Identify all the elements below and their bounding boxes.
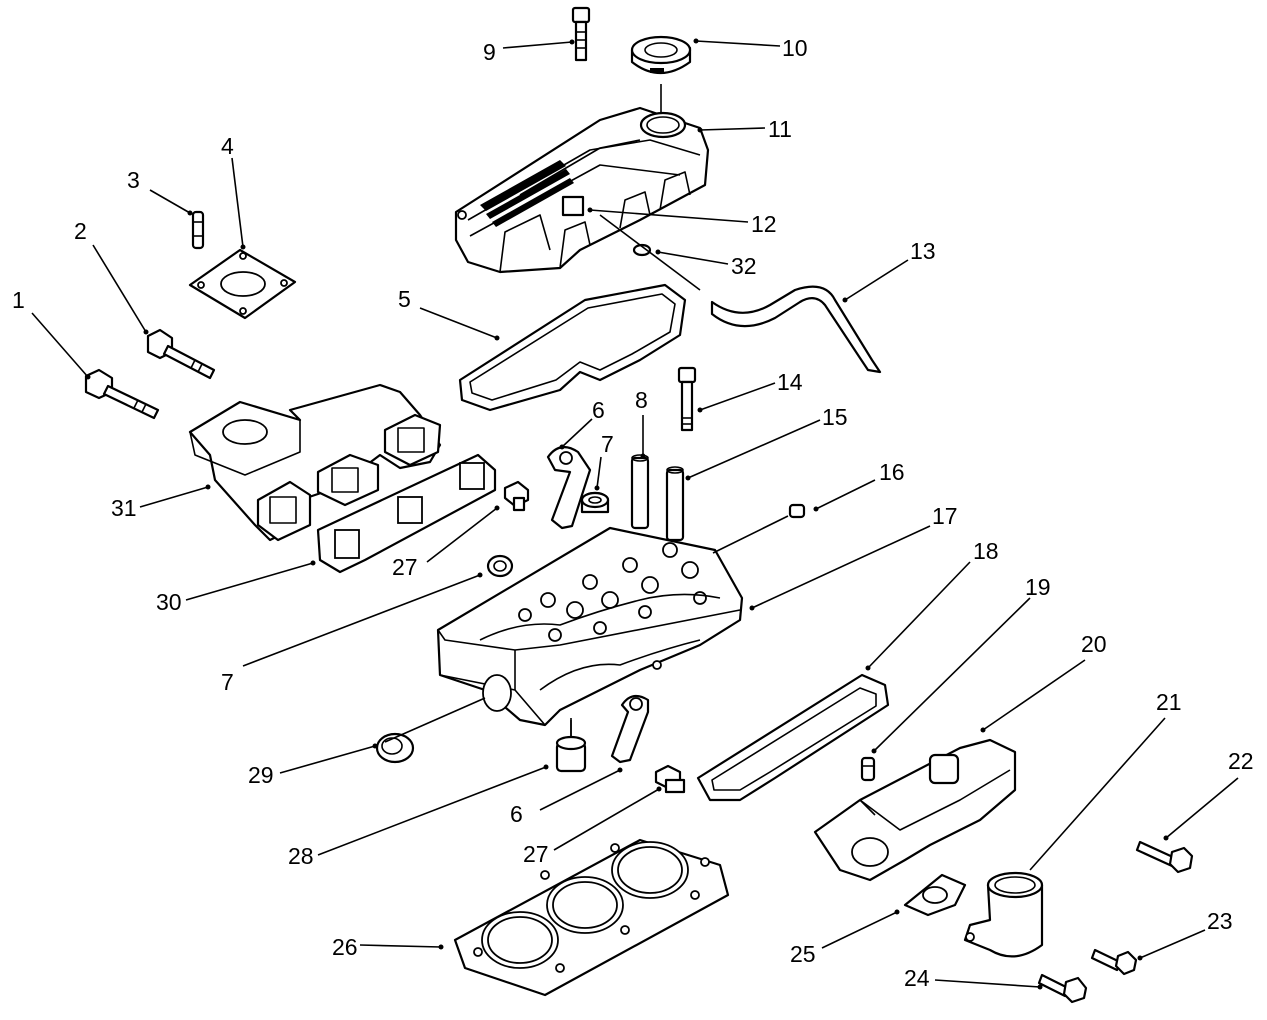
part-3-dowel-pin	[191, 210, 205, 250]
callout-27-upper: 27	[392, 554, 418, 580]
callout-29: 29	[248, 762, 274, 788]
callout-19: 19	[1025, 574, 1051, 600]
part-6-lifting-eye-upper	[546, 445, 592, 530]
callout-18: 18	[973, 538, 999, 564]
callout-26: 26	[332, 934, 358, 960]
part-18-water-gasket	[696, 673, 890, 802]
callout-32: 32	[731, 253, 757, 279]
callout-28: 28	[288, 843, 314, 869]
callout-5: 5	[398, 286, 411, 312]
part-5-cover-gasket	[458, 283, 687, 412]
callout-27-lower: 27	[523, 841, 549, 867]
callout-31: 31	[111, 495, 137, 521]
leader-lines	[31, 38, 1239, 990]
callout-7-upper: 7	[601, 431, 614, 457]
part-24-bolt	[1037, 973, 1088, 1004]
part-31-exhaust-manifold	[188, 383, 442, 542]
callout-12: 12	[751, 211, 777, 237]
part-1-bolt	[84, 368, 160, 420]
callout-9: 9	[483, 39, 496, 65]
part-16-plug	[788, 503, 806, 519]
part-6-lifting-eye-lower	[610, 694, 650, 764]
part-23-bolt	[1090, 948, 1138, 976]
callout-13: 13	[910, 238, 936, 264]
callout-23: 23	[1207, 908, 1233, 934]
part-7-valve-seal-lower	[486, 554, 514, 578]
callout-6-upper: 6	[592, 397, 605, 423]
part-20-water-manifold	[813, 738, 1017, 882]
callout-30: 30	[156, 589, 182, 615]
callout-20: 20	[1081, 631, 1107, 657]
part-25-thermostat-gasket	[903, 873, 967, 917]
callout-3: 3	[127, 167, 140, 193]
callout-25: 25	[790, 941, 816, 967]
callout-1: 1	[12, 287, 25, 313]
part-27-plug-lower	[654, 764, 686, 794]
part-2-bolt	[146, 328, 216, 380]
part-21-thermostat-housing	[963, 871, 1044, 958]
part-13-breather-hose	[599, 214, 882, 374]
callout-7-lower: 7	[221, 669, 234, 695]
callout-14: 14	[777, 369, 803, 395]
callout-4: 4	[221, 133, 234, 159]
callout-10: 10	[782, 35, 808, 61]
part-9-bolt	[571, 6, 591, 62]
part-4-flange-gasket	[188, 248, 297, 320]
part-22-bolt	[1135, 840, 1194, 874]
callout-15: 15	[822, 404, 848, 430]
part-8-valve-guide	[630, 454, 650, 530]
callout-2: 2	[74, 218, 87, 244]
part-19-stud	[860, 756, 876, 782]
callout-6-lower: 6	[510, 801, 523, 827]
part-27-plug-upper	[503, 480, 530, 512]
callout-22: 22	[1228, 748, 1254, 774]
part-14-bolt	[677, 366, 697, 432]
callout-21: 21	[1156, 689, 1182, 715]
part-30-exhaust-gasket	[316, 453, 497, 574]
part-10-filler-cap	[630, 35, 692, 115]
part-28-plug	[555, 718, 587, 773]
part-26-head-gasket	[453, 838, 730, 997]
callout-labels: 1 2 3 4 5 6 6 7 7 8 9 10 11 12 13 14 15 …	[12, 35, 1254, 991]
callout-24: 24	[904, 965, 930, 991]
callout-16: 16	[879, 459, 905, 485]
callout-11: 11	[768, 116, 792, 142]
part-15-valve-guide	[665, 466, 685, 542]
part-32-clip	[632, 243, 652, 257]
part-7-valve-seal-upper	[580, 491, 610, 514]
callout-17: 17	[932, 503, 958, 529]
part-11-valve-cover	[454, 106, 710, 274]
part-17-cylinder-head	[436, 526, 744, 727]
callout-8: 8	[635, 387, 648, 413]
